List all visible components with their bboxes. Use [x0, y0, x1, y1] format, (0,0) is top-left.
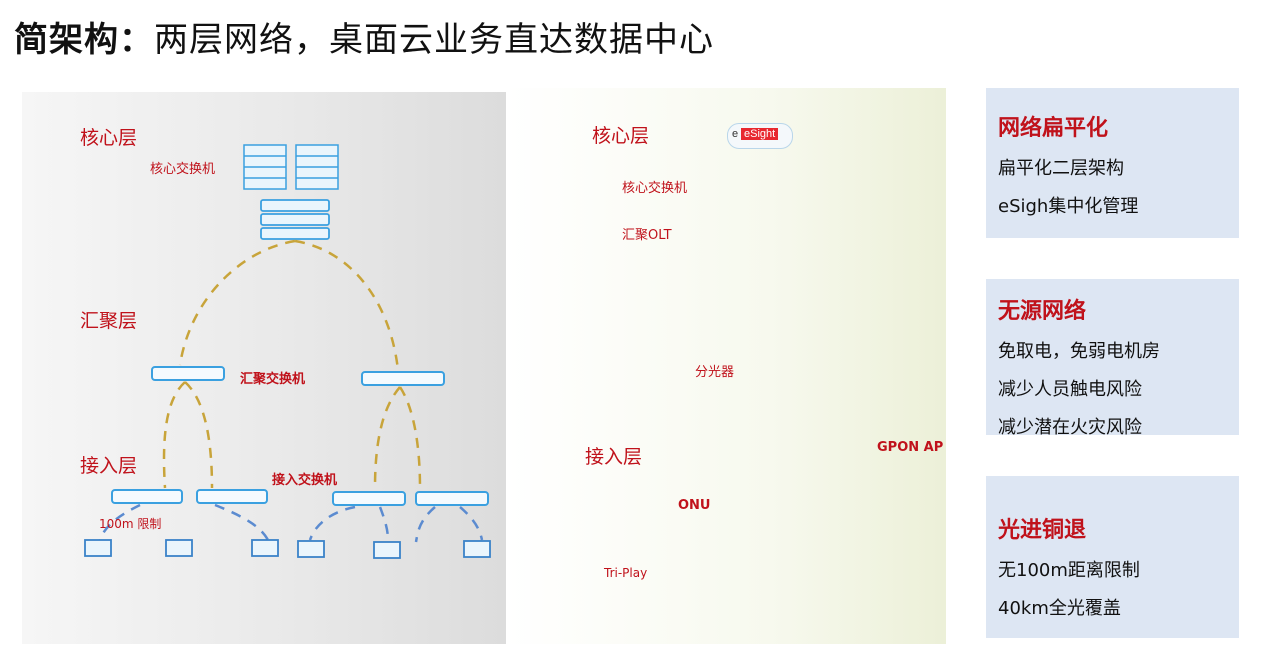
- core-server-icon: [243, 144, 339, 190]
- right-core-layer-label: 核心层: [592, 125, 650, 147]
- card-item: 无100m距离限制: [998, 560, 1140, 581]
- left-access-layer-label: 接入层: [80, 455, 138, 477]
- title-bold: 简架构：: [14, 20, 154, 60]
- esight-label: eSight: [741, 128, 779, 140]
- right-olt-label: 汇聚OLT: [622, 228, 672, 243]
- card-item: 减少潜在火灾风险: [998, 417, 1142, 438]
- card-item: 40km全光覆盖: [998, 598, 1121, 619]
- card-flat-network: 网络扁平化 扁平化二层架构 eSigh集中化管理: [986, 88, 1239, 238]
- left-core-layer-label: 核心层: [80, 127, 138, 149]
- card-item: 免取电，免弱电机房: [998, 341, 1160, 362]
- access-switch-icon: [111, 489, 489, 506]
- card-item: 减少人员触电风险: [998, 379, 1142, 400]
- page-title: 简架构：两层网络，桌面云业务直达数据中心: [14, 12, 714, 61]
- core-switch-icon: [260, 199, 330, 240]
- left-access-switch-label: 接入交换机: [272, 473, 338, 488]
- right-core-switch-label: 核心交换机: [622, 181, 688, 196]
- card-passive-network: 无源网络 免取电，免弱电机房 减少人员触电风险 减少潜在火灾风险: [986, 279, 1239, 438]
- splitter-label: 分光器: [695, 365, 735, 380]
- left-agg-layer-label: 汇聚层: [80, 310, 138, 332]
- left-agg-switch-label: 汇聚交换机: [240, 372, 306, 387]
- access-pc-links: [98, 503, 484, 543]
- onu-label: ONU: [678, 498, 711, 513]
- card-heading: 无源网络: [998, 299, 1087, 324]
- flat-network-panel: [506, 88, 946, 644]
- card-item: 扁平化二层架构: [998, 158, 1124, 179]
- right-access-layer-label: 接入层: [585, 446, 643, 468]
- agg-switch-icon: [151, 366, 445, 386]
- gpon-ap-label: GPON AP: [877, 440, 944, 455]
- triplay-label: Tri-Play: [604, 566, 648, 580]
- core-agg-links: [178, 239, 400, 371]
- left-core-switch-label: 核心交换机: [150, 162, 216, 177]
- card-heading: 网络扁平化: [998, 116, 1109, 141]
- title-rest: 两层网络，桌面云业务直达数据中心: [154, 20, 714, 60]
- distance-limit-label: 100m 限制: [99, 517, 162, 531]
- pc-icon: [84, 539, 491, 559]
- card-fiber-replace-copper: 光进铜退 无100m距离限制 40km全光覆盖: [986, 476, 1239, 638]
- card-heading: 光进铜退: [998, 518, 1087, 543]
- card-item: eSigh集中化管理: [998, 196, 1139, 217]
- agg-access-links: [162, 381, 422, 489]
